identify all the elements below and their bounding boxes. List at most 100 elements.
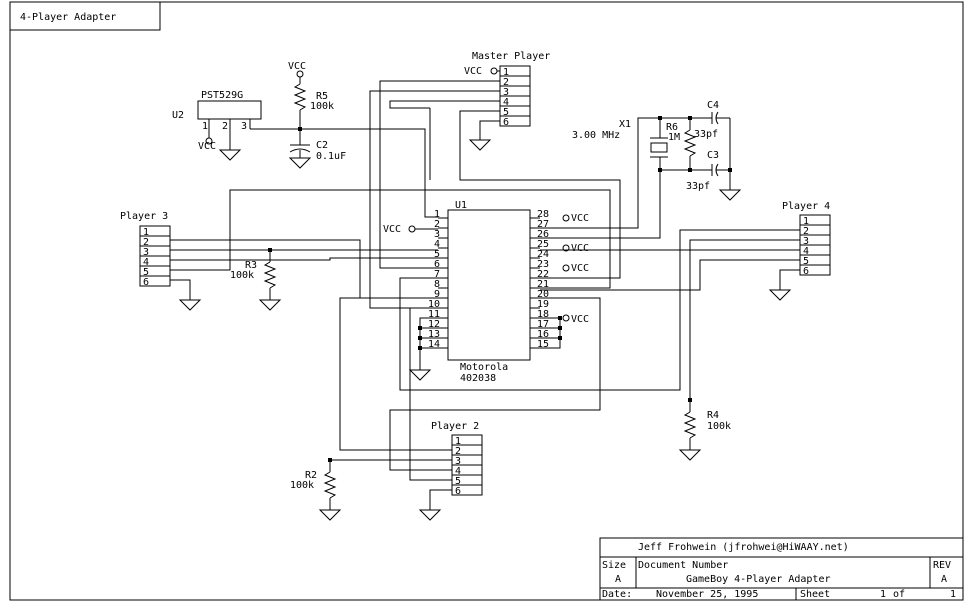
tb-sheet-label: Sheet	[800, 589, 830, 600]
player2-label: Player 2	[431, 421, 479, 432]
x1-crystal: X1 3.00 MHz	[572, 119, 668, 158]
u2-pin3: 3	[241, 121, 247, 132]
p4-pin-5: 5	[803, 256, 809, 267]
tb-date-label: Date:	[602, 589, 632, 600]
p3-pin-1: 1	[143, 227, 149, 238]
r4-resistor: R4 100k	[683, 398, 731, 450]
ground-icon	[718, 189, 742, 201]
p4-pin-2: 2	[803, 226, 809, 237]
tb-docnum-label: Document Number	[638, 560, 728, 571]
osc-net-b	[540, 170, 661, 239]
u1-pin-3: 3	[434, 229, 440, 240]
u1-vcc-labels: VCC VCC VCC VCC VCC VCC	[383, 66, 589, 325]
u1-pin-10: 10	[428, 299, 440, 310]
r6-resistor: R6 1M	[666, 118, 697, 170]
u1-pin-14: 14	[428, 339, 440, 350]
p2-pin-6: 6	[455, 486, 461, 497]
x1-value: 3.00 MHz	[572, 130, 620, 141]
u1-pin-25: 25	[537, 239, 549, 250]
r2-value: 100k	[290, 480, 314, 491]
u1-pin-4: 4	[434, 239, 440, 250]
ground-icon	[178, 299, 202, 311]
u1-pin-28: 28	[537, 209, 549, 220]
u1-pin-17: 17	[537, 319, 549, 330]
ground-icon	[468, 139, 492, 151]
r4-ref: R4	[707, 410, 719, 421]
c2-value: 0.1uF	[316, 151, 346, 162]
ground-symbols	[178, 139, 792, 521]
sheet-title-box	[9, 1, 161, 31]
p2-pin-1: 1	[455, 436, 461, 447]
u1-part: 402038	[460, 373, 496, 384]
c4-value: 33pf	[694, 129, 718, 140]
r3-resistor: R3 100k	[230, 248, 277, 300]
u1-vcc-23: VCC	[571, 263, 589, 274]
net-wires	[170, 70, 800, 510]
master-pin-6: 6	[503, 117, 509, 128]
p2-pin-5: 5	[455, 476, 461, 487]
net-junctions	[418, 316, 562, 350]
u1-pin-9: 9	[434, 289, 440, 300]
ground-icon	[288, 157, 312, 169]
ground-icon	[258, 299, 282, 311]
p3-pin-3: 3	[143, 247, 149, 258]
r3-value: 100k	[230, 270, 254, 281]
ground-icon	[678, 449, 702, 461]
master-pin-2: 2	[503, 77, 509, 88]
r5-vcc-label: VCC	[288, 61, 306, 72]
tb-size-value: A	[615, 574, 621, 585]
r6-ref: R6	[666, 122, 678, 133]
u1-pin-15: 15	[537, 339, 549, 350]
p2-pin-3: 3	[455, 456, 461, 467]
c3-ref: C3	[707, 150, 719, 161]
u1-vcc-18: VCC	[571, 314, 589, 325]
u2-part: PST529G	[201, 90, 243, 101]
u1-pin-6: 6	[434, 259, 440, 270]
p3-pin-5: 5	[143, 267, 149, 278]
tb-author: Jeff Frohwein (jfrohwei@HiWAAY.net)	[638, 542, 849, 553]
master-pin-4: 4	[503, 97, 509, 108]
p4-pin-6: 6	[803, 266, 809, 277]
c2-ref: C2	[316, 140, 328, 151]
master-pin-1: 1	[503, 67, 509, 78]
master-pin-5: 5	[503, 107, 509, 118]
p3-pin-2: 2	[143, 237, 149, 248]
tb-rev-value: A	[941, 574, 947, 585]
player3-label: Player 3	[120, 211, 168, 222]
u1-pin-26: 26	[537, 229, 549, 240]
osc-junction-gnd	[728, 168, 732, 172]
u1-pin-13: 13	[428, 329, 440, 340]
c3-value: 33pf	[686, 181, 710, 192]
p3-pin-6: 6	[143, 277, 149, 288]
r2-resistor: R2 100k	[290, 458, 337, 510]
u1-ref: U1	[455, 200, 467, 211]
osc-net-a	[540, 117, 660, 229]
r4-value: 100k	[707, 421, 731, 432]
u1-vcc-28: VCC	[571, 213, 589, 224]
c4-ref: C4	[707, 100, 719, 111]
ground-icon	[768, 289, 792, 301]
p2-pin-2: 2	[455, 446, 461, 457]
ground-icon	[318, 509, 342, 521]
p3-pin-4: 4	[143, 257, 149, 268]
tb-sheet-num: 1	[880, 589, 886, 600]
r5-resistor: VCC R5 100k	[288, 61, 334, 131]
sheet-title: 4-Player Adapter	[20, 12, 116, 23]
tb-docnum-value: GameBoy 4-Player Adapter	[686, 574, 831, 585]
title-block: Jeff Frohwein (jfrohwei@HiWAAY.net) Size…	[599, 537, 964, 601]
u2-pin2: 2	[222, 121, 228, 132]
u1-pin-23: 23	[537, 259, 549, 270]
tb-sheet-of: of	[893, 589, 905, 600]
c2-capacitor: C2 0.1uF	[289, 129, 346, 162]
c4-capacitor: C4 33pf	[694, 100, 730, 140]
u1-name: Motorola	[460, 362, 508, 373]
u1-pin-24: 24	[537, 249, 549, 260]
x1-ref: X1	[619, 119, 631, 130]
r6-value: 1M	[668, 132, 680, 143]
ground-icon	[418, 509, 442, 521]
